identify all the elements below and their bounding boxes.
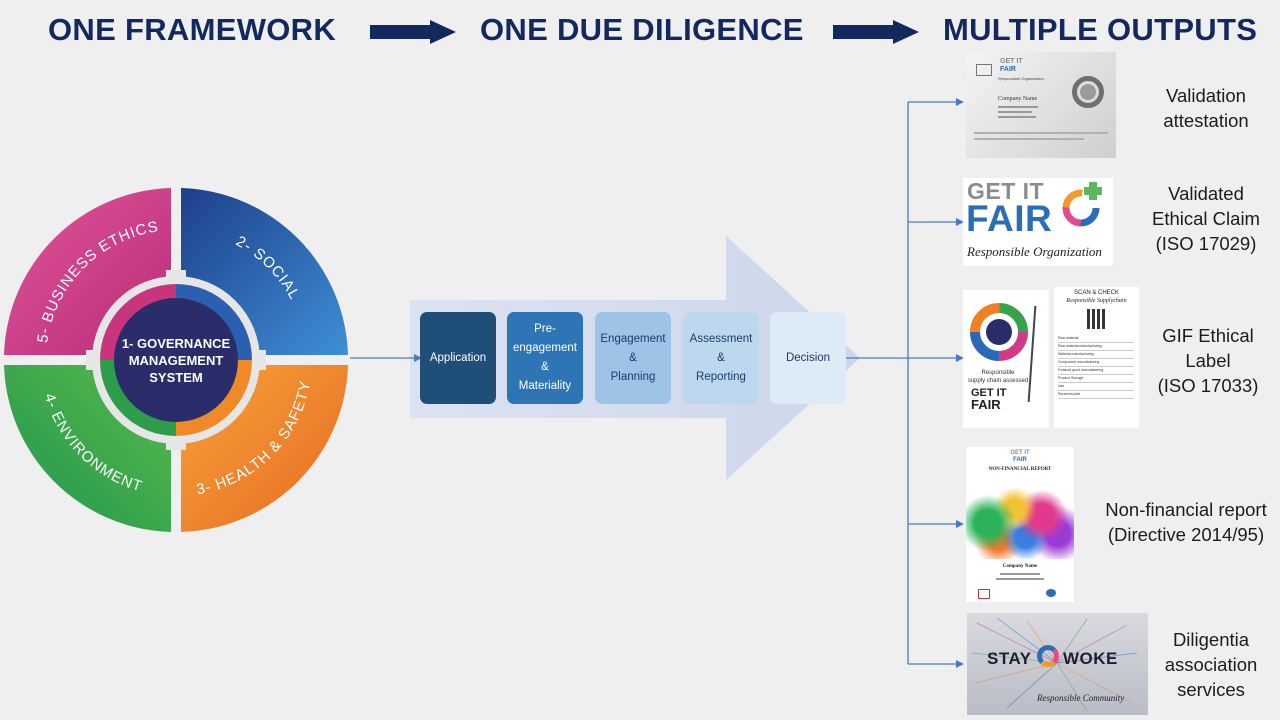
output-label-gif-ethical-label: GIF Ethical Label (ISO 17033) [1157, 325, 1259, 396]
output-label-validation-attestation: Validation attestation [1163, 85, 1249, 131]
step-assessment-label: Assessment & Reporting [689, 332, 753, 383]
label-caption-1: Responsible [981, 370, 1015, 376]
step-pre-engagement-label: Pre- engagement & Materiality [513, 323, 577, 392]
claim-brand-top: GET IT [967, 178, 1045, 204]
step-engagement-label: Engagement & Planning [600, 332, 666, 383]
step-assessment: Assessment & Reporting [683, 312, 759, 404]
staywoke-script: Responsible Community [1037, 693, 1125, 703]
label-row: Use [1058, 383, 1134, 391]
label-row: Material manufacturing [1058, 351, 1134, 359]
connector-wheel-to-process [350, 354, 422, 362]
qr-code-icon [1087, 309, 1107, 329]
staywoke-left: STAY [987, 649, 1032, 668]
wheel-center-line2: MANAGEMENT [129, 353, 224, 368]
cert-brand-bottom: FAIR [1000, 66, 1016, 73]
ethical-label-front-thumbnail: Responsible supply chain assessed GET IT… [963, 290, 1049, 428]
wheel-center-line1: 1- GOVERNANCE [122, 336, 231, 351]
ethical-claim-thumbnail: GET IT FAIR Responsible Organization [963, 178, 1113, 266]
framework-wheel: 1- GOVERNANCE MANAGEMENT SYSTEM 5- BUSIN… [4, 188, 348, 532]
step-decision: Decision [770, 312, 846, 404]
header-multiple-outputs: MULTIPLE OUTPUTS [943, 12, 1258, 47]
step-pre-engagement: Pre- engagement & Materiality [507, 312, 583, 404]
label-row: Product Storage [1058, 375, 1134, 383]
label-scan-check: SCAN & CHECK [1073, 290, 1119, 296]
step-decision-label: Decision [785, 351, 831, 364]
label-row: Component manufacturing [1058, 359, 1134, 367]
output-label-non-financial-report: Non-financial report (Directive 2014/95) [1105, 499, 1267, 545]
label-caption-2: supply chain assessed [967, 378, 1029, 384]
claim-script: Responsible Organization [967, 244, 1102, 259]
label-row: Raw material [1058, 335, 1134, 343]
output-connectors [846, 98, 964, 668]
report-company: Company Name [1002, 564, 1038, 569]
output-label-validated-ethical-claim: Validated Ethical Claim (ISO 17029) [1152, 183, 1260, 254]
non-financial-report-thumbnail: GET IT FAIR NON-FINANCIAL REPORT Company… [966, 447, 1074, 602]
staywoke-right: WOKE [1063, 649, 1118, 668]
header-arrow-1 [370, 20, 456, 44]
segment-social [181, 188, 348, 355]
header-one-due-diligence: ONE DUE DILIGENCE [480, 12, 804, 47]
cert-brand-top: GET IT [1000, 58, 1023, 65]
segment-business-ethics [4, 188, 171, 355]
label-brand-bottom: FAIR [971, 397, 1001, 412]
step-engagement: Engagement & Planning [595, 312, 671, 404]
stay-woke-thumbnail: STAY WOKE Responsible Community [967, 613, 1148, 715]
report-brand-top: GET IT [1010, 450, 1030, 456]
output-label-diligentia: Diligentia association services [1164, 629, 1258, 700]
segment-environment [4, 365, 171, 532]
header-arrow-2 [833, 20, 919, 44]
label-row: Finished good manufacturing [1058, 367, 1134, 375]
cert-subtitle: Responsible Organization [998, 76, 1044, 81]
ethical-label-back-thumbnail: SCAN & CHECK Responsible Supplychain Raw… [1054, 287, 1139, 428]
claim-brand-bottom: FAIR [966, 198, 1053, 239]
step-application: Application [420, 312, 496, 404]
report-title: NON-FINANCIAL REPORT [988, 467, 1052, 472]
color-splash-image [966, 487, 1074, 559]
label-back-script: Responsible Supplychain [1066, 298, 1127, 304]
header-one-framework: ONE FRAMEWORK [48, 12, 337, 47]
gif-ring-icon [1062, 182, 1102, 227]
label-brand-top: GET IT [971, 387, 1007, 399]
segment-health-safety [181, 365, 348, 532]
validation-attestation-thumbnail: GET IT FAIR Responsible Organization Com… [966, 52, 1116, 158]
report-brand-bottom: FAIR [1013, 457, 1027, 463]
label-row: Raw material manufacturing [1058, 343, 1134, 351]
step-application-label: Application [429, 351, 487, 364]
cert-company: Company Name [998, 96, 1038, 102]
wheel-center-line3: SYSTEM [149, 370, 202, 385]
label-wheel-icon [970, 303, 1028, 361]
staywoke-ring-icon [1037, 645, 1059, 667]
label-row: Reuse/recycle [1058, 391, 1134, 399]
